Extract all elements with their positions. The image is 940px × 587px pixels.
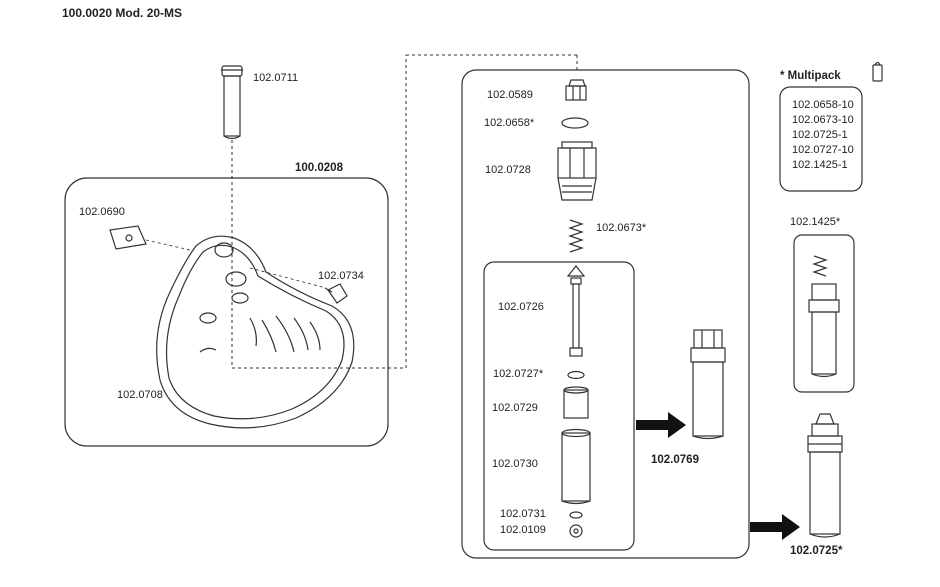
part-0725-drawing [807, 413, 843, 538]
part-0589-drawing [565, 79, 587, 101]
multipack-title: * Multipack [780, 70, 841, 82]
part-label-0734: 102.0734 [318, 270, 364, 282]
part-0109-drawing [569, 524, 583, 538]
multipack-frame [779, 86, 863, 192]
part-label-0731: 102.0731 [500, 508, 546, 520]
part-label-0769: 102.0769 [651, 454, 699, 466]
multipack-list: 102.0658-10 102.0673-10 102.0725-1 102.0… [792, 98, 854, 173]
multipack-item: 102.0727-10 [792, 144, 854, 156]
part-0730-drawing [561, 428, 591, 505]
part-label-0589: 102.0589 [487, 89, 533, 101]
bowl-group-frame [64, 177, 389, 447]
group-label-bowl: 100.0208 [295, 162, 343, 174]
page-title: 100.0020 Mod. 20-MS [62, 6, 183, 20]
part-label-0673: 102.0673* [596, 222, 647, 234]
part-label-1425: 102.1425* [790, 216, 841, 228]
part-0708-bowl-drawing [156, 235, 355, 429]
part-0734-drawing [324, 283, 348, 304]
part-label-0708: 102.0708 [117, 389, 163, 401]
multipack-item: 102.1425-1 [792, 159, 848, 171]
part-label-0109: 102.0109 [500, 524, 546, 536]
multipack-item: 102.0673-10 [792, 114, 854, 126]
part-label-0725: 102.0725* [790, 545, 843, 557]
part-label-0729: 102.0729 [492, 402, 538, 414]
part-0726-drawing [566, 265, 586, 357]
part-label-0728: 102.0728 [485, 164, 531, 176]
part-0727-drawing [567, 370, 585, 380]
multipack-item: 102.0725-1 [792, 129, 848, 141]
part-1425-drawing [808, 255, 840, 378]
multipack-bag-icon [872, 61, 883, 82]
part-0728-drawing [557, 141, 597, 201]
part-0690-drawing [109, 225, 147, 250]
part-0769-assembly-drawing [690, 329, 726, 440]
part-0711-drawing [221, 65, 243, 140]
multipack-item: 102.0658-10 [792, 99, 854, 111]
part-label-0726: 102.0726 [498, 301, 544, 313]
part-label-0711: 102.0711 [253, 72, 299, 84]
inner-group-frame [483, 261, 635, 551]
part-0729-drawing [563, 386, 589, 419]
part-label-0730: 102.0730 [492, 458, 538, 470]
arrow-to-0725 [750, 514, 800, 540]
arrow-to-0769 [636, 412, 686, 438]
part-0658-drawing [561, 117, 589, 129]
main-group-frame [461, 69, 750, 559]
part-0673-drawing [568, 219, 584, 253]
part-label-0690: 102.0690 [79, 206, 125, 218]
part-0731-drawing [569, 511, 583, 519]
part-label-0727: 102.0727* [493, 368, 544, 380]
part-label-0658: 102.0658* [484, 117, 535, 129]
cartridge-group-frame [793, 234, 855, 393]
